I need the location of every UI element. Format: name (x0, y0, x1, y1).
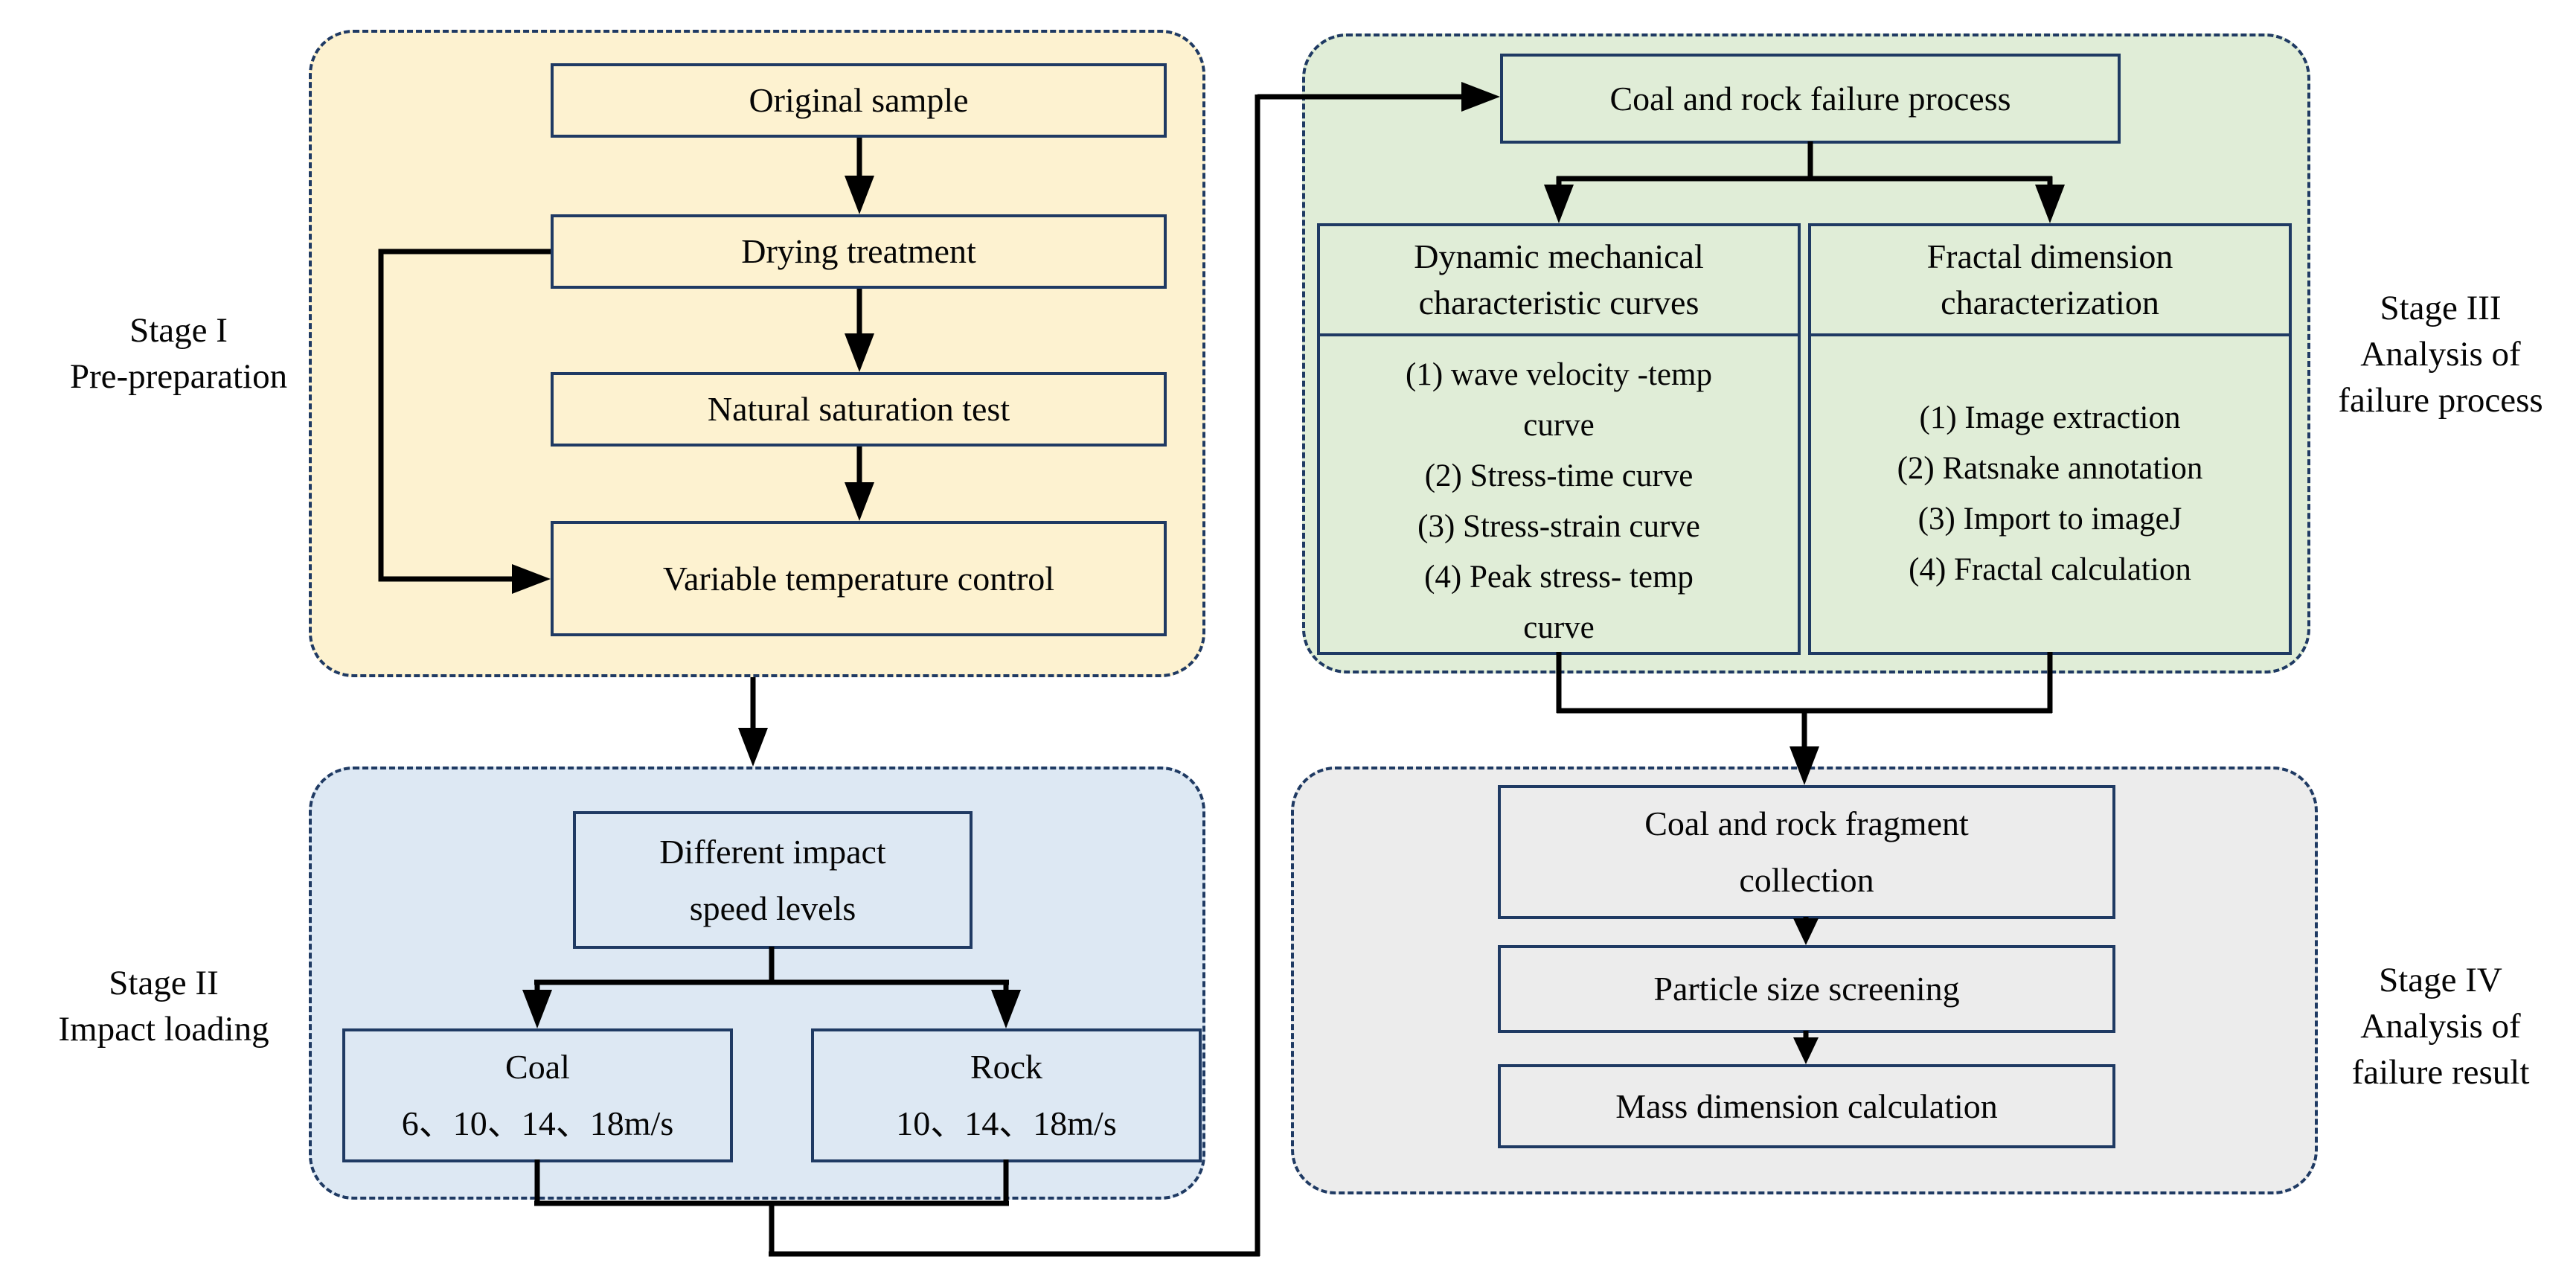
fractal-dimension-header: Fractal dimension characterization (1811, 226, 2289, 336)
arrowhead-down (738, 728, 768, 767)
stage3-label: Stage III Analysis of failure process (2338, 289, 2543, 420)
curves-item-1: (1) wave velocity -temp curve (1406, 357, 1712, 443)
variable-temperature-control-box: Variable temperature control (551, 521, 1167, 636)
dynamic-curves-box: Dynamic mechanical characteristic curves… (1317, 223, 1801, 655)
impact-speed-levels-box: Different impact speed levels (573, 811, 973, 949)
fractal-item-2: (2) Ratsnake annotation (1897, 451, 2203, 486)
stage3-panel (1302, 33, 2310, 673)
curves-item-3: (3) Stress-strain curve (1417, 509, 1700, 544)
failure-process-box: Coal and rock failure process (1500, 54, 2121, 144)
fractal-item-4: (4) Fractal calculation (1909, 552, 2191, 587)
fractal-item-3: (3) Import to imageJ (1917, 502, 2182, 537)
dynamic-curves-header: Dynamic mechanical characteristic curves (1320, 226, 1798, 336)
fractal-dimension-box: Fractal dimension characterization (1) I… (1808, 223, 2292, 655)
fractal-item-1: (1) Image extraction (1919, 400, 2181, 435)
stage2-label: Stage II Impact loading (58, 964, 269, 1049)
original-sample-box: Original sample (551, 63, 1167, 138)
dynamic-curves-list: (1) wave velocity -temp curve (2) Stress… (1320, 336, 1798, 653)
stage4-label: Stage IV Analysis of failure result (2351, 961, 2530, 1092)
coal-speeds-box: Coal 6、10、14、18m/s (342, 1028, 733, 1162)
natural-saturation-test-box: Natural saturation test (551, 372, 1167, 447)
curves-item-2: (2) Stress-time curve (1424, 458, 1694, 493)
fractal-dimension-list: (1) Image extraction (2) Ratsnake annota… (1811, 336, 2289, 652)
stage4-panel (1291, 767, 2318, 1194)
fragment-collection-box: Coal and rock fragment collection (1498, 785, 2115, 919)
mass-dimension-calculation-box: Mass dimension calculation (1498, 1064, 2115, 1148)
stage1-label: Stage I Pre-preparation (69, 311, 288, 396)
curves-item-4: (4) Peak stress- temp curve (1424, 560, 1694, 645)
drying-treatment-box: Drying treatment (551, 214, 1167, 289)
rock-speeds-box: Rock 10、14、18m/s (811, 1028, 1202, 1162)
particle-size-screening-box: Particle size screening (1498, 945, 2115, 1033)
